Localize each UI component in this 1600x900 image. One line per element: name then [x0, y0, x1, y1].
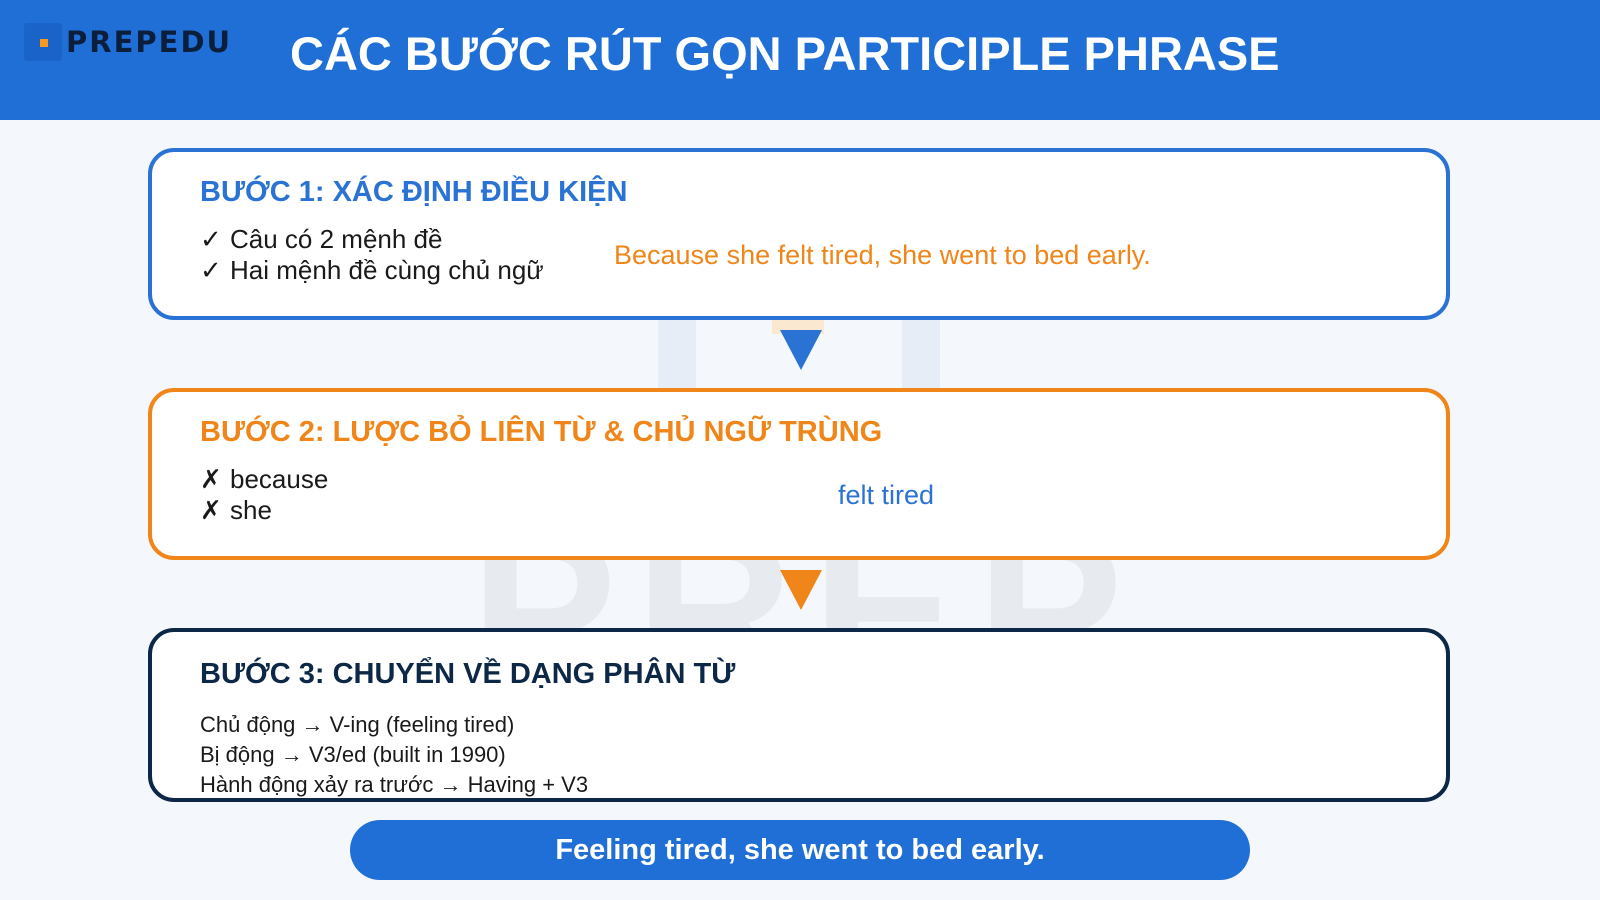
step-1-title: BƯỚC 1: XÁC ĐỊNH ĐIỀU KIỆN [200, 176, 628, 208]
removed-item: ✗ because [200, 464, 328, 495]
step-3-rules: Chủ động → V-ing (feeling tired) Bị động… [200, 710, 588, 800]
page-title: CÁC BƯỚC RÚT GỌN PARTICIPLE PHRASE [290, 27, 1280, 80]
step-2-card: BƯỚC 2: LƯỢC BỎ LIÊN TỪ & CHỦ NGỮ TRÙNG … [148, 388, 1450, 560]
arrow-down-icon [780, 570, 822, 610]
result-banner: Feeling tired, she went to bed early. [350, 820, 1250, 880]
step-1-card: BƯỚC 1: XÁC ĐỊNH ĐIỀU KIỆN ✓ Câu có 2 mện… [148, 148, 1450, 320]
rule-item: Hành động xảy ra trước → Having + V3 [200, 772, 589, 797]
condition-item: ✓ Câu có 2 mệnh đề [200, 224, 544, 255]
brand-logo: PREPEDU [24, 22, 232, 62]
removed-text: she [230, 495, 272, 525]
step-2-title: BƯỚC 2: LƯỢC BỎ LIÊN TỪ & CHỦ NGỮ TRÙNG [200, 416, 883, 448]
step-1-conditions: ✓ Câu có 2 mệnh đề ✓ Hai mệnh đề cùng chủ … [200, 224, 544, 286]
condition-text: Câu có 2 mệnh đề [230, 224, 443, 254]
condition-item: ✓ Hai mệnh đề cùng chủ ngữ [200, 255, 544, 286]
rule-item: Chủ động → V-ing (feeling tired) [200, 712, 515, 737]
check-icon: ✓ [200, 224, 222, 254]
removed-text: because [230, 464, 329, 494]
cross-icon: ✗ [200, 495, 222, 525]
step-3-title: BƯỚC 3: CHUYỂN VỀ DẠNG PHÂN TỪ [200, 658, 736, 690]
cross-icon: ✗ [200, 464, 222, 494]
step-2-removed-words: ✗ because ✗ she [200, 464, 328, 526]
removed-item: ✗ she [200, 495, 328, 526]
step-3-card: BƯỚC 3: CHUYỂN VỀ DẠNG PHÂN TỪ Chủ động … [148, 628, 1450, 802]
step-2-example: felt tired [838, 480, 935, 510]
arrow-down-icon [780, 330, 822, 370]
header-banner: PREPEDU CÁC BƯỚC RÚT GỌN PARTICIPLE PHRA… [0, 0, 1600, 120]
logo-text: PREPEDU [66, 25, 233, 59]
rule-item: Bị động → V3/ed (built in 1990) [200, 742, 506, 767]
step-1-example: Because she felt tired, she went to bed … [614, 240, 1151, 270]
logo-mark-icon [24, 23, 62, 61]
check-icon: ✓ [200, 255, 222, 285]
condition-text: Hai mệnh đề cùng chủ ngữ [230, 255, 544, 285]
